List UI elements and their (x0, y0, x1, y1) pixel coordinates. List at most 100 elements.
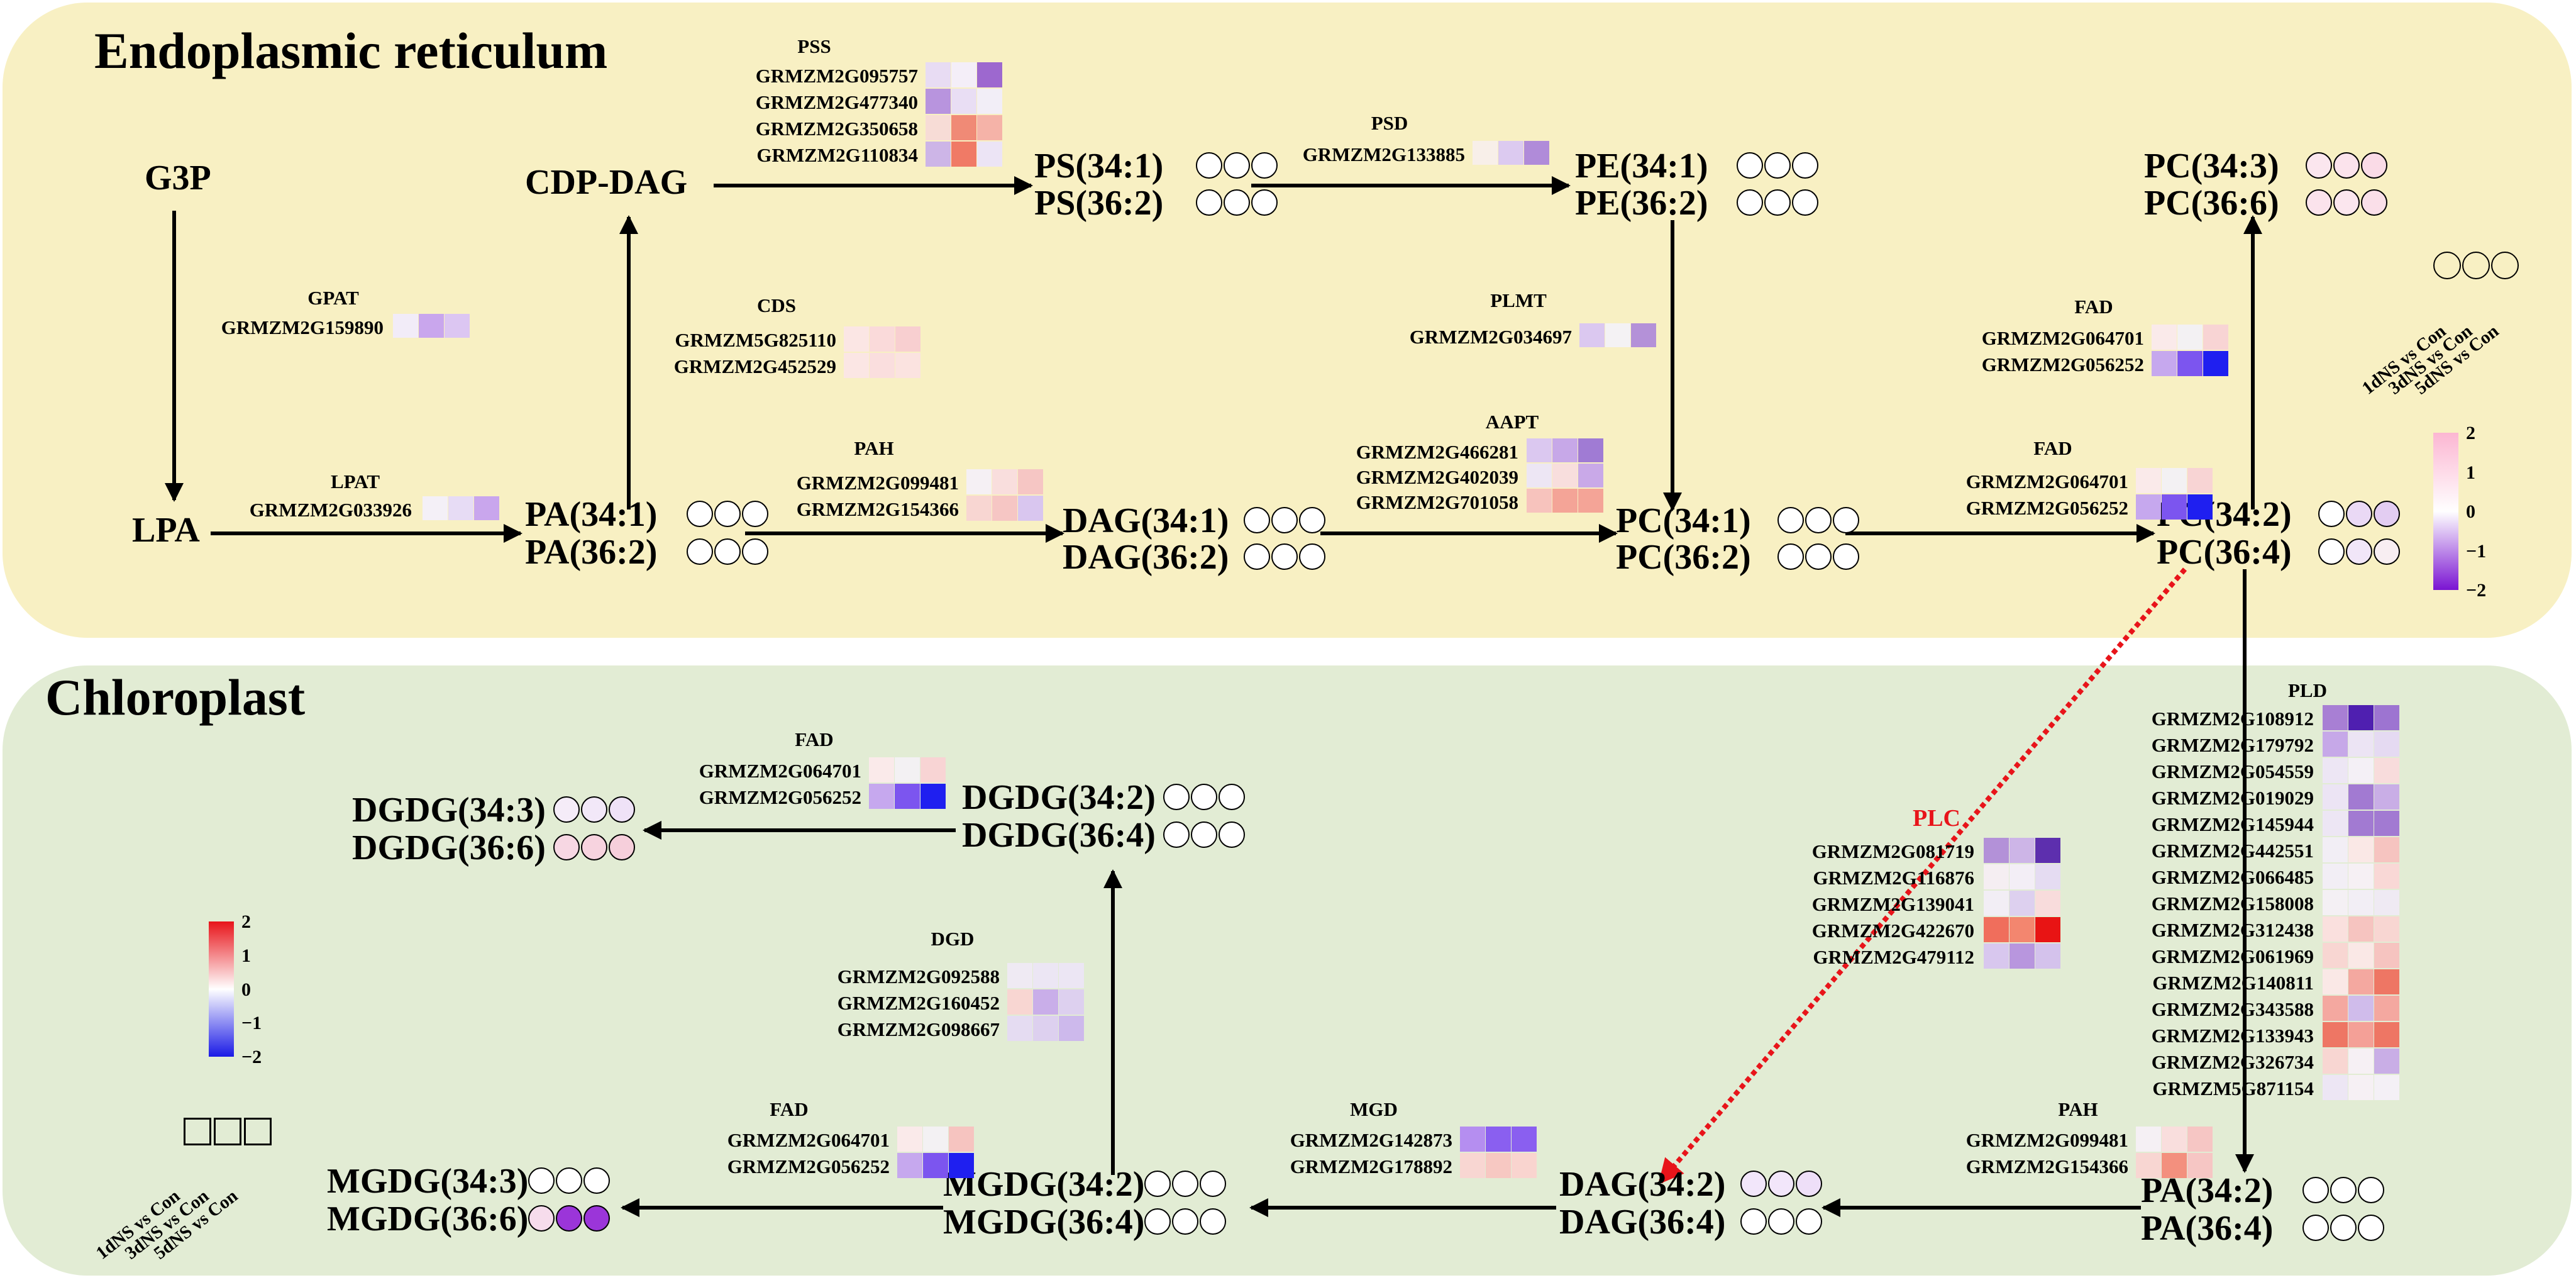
change-circle (556, 1205, 582, 1232)
heatmap-cell (926, 62, 951, 87)
change-circle (1740, 1171, 1767, 1197)
heatmap-cell (869, 757, 894, 782)
heatmap-cell (2177, 351, 2203, 376)
heatmap-cell (895, 353, 920, 378)
gene-id: GRMZM2G116876 (1813, 867, 1974, 889)
gene-id: GRMZM5G871154 (2152, 1077, 2314, 1099)
metabolite-dgdg-342: DGDG(34:2) (962, 778, 1156, 817)
heatmap-cell (2009, 917, 2035, 942)
heatmap-cell (2374, 732, 2399, 757)
gene-id: GRMZM2G056252 (1981, 353, 2144, 376)
gene-id: GRMZM2G133943 (2151, 1025, 2314, 1047)
heatmap-cell (419, 314, 444, 338)
heatmap-cell (897, 1153, 922, 1178)
heatmap-cell (2374, 890, 2399, 915)
heatmap-cell (1527, 489, 1552, 513)
heatmap-cell (844, 326, 869, 352)
change-circle (2306, 189, 2332, 216)
heatmap-cell (2152, 351, 2177, 376)
change-circle (687, 538, 713, 565)
enzyme-lpat-label: LPAT (330, 470, 380, 493)
heatmap-cell (2348, 943, 2374, 968)
gene-id: GRMZM2G326734 (2151, 1051, 2314, 1073)
gene-id: GRMZM2G154366 (1965, 1155, 2128, 1177)
heatmap-cell (2348, 811, 2374, 836)
metabolite-ps-341: PS(34:1) (1034, 147, 1164, 186)
change-circle (742, 501, 768, 527)
gene-id: GRMZM2G064701 (1965, 470, 2128, 493)
heatmap-cell (2187, 494, 2213, 520)
change-circle (2346, 501, 2372, 527)
heatmap-cell (2348, 1075, 2374, 1100)
enzyme-plmt-label: PLMT (1490, 289, 1547, 311)
heatmap-cell (1033, 1016, 1058, 1041)
change-circle (2374, 538, 2400, 565)
gene-id: GRMZM2G442551 (2151, 840, 2314, 862)
heatmap-cell (2323, 864, 2348, 889)
heatmap-cell (1984, 864, 2009, 889)
change-circle (1163, 784, 1190, 810)
gene-id: GRMZM2G154366 (796, 498, 959, 520)
gene-id: GRMZM2G056252 (699, 786, 861, 808)
heatmap-cell (1578, 438, 1603, 462)
legend-square (244, 1118, 272, 1145)
enzyme-plc-label: PLC (1913, 805, 1960, 832)
change-circle (1224, 152, 1250, 179)
change-circle (1244, 507, 1270, 533)
gene-id: GRMZM5G825110 (675, 329, 836, 351)
heatmap-cell (2323, 811, 2348, 836)
gene-id: GRMZM2G343588 (2151, 998, 2314, 1020)
heatmap-cell (1512, 1127, 1537, 1152)
heatmap-cell (1059, 1016, 1084, 1041)
heatmap-cell (1007, 1016, 1032, 1041)
gene-id: GRMZM2G095757 (755, 65, 918, 87)
change-circle (1792, 152, 1818, 179)
heatmap-cell (920, 784, 946, 809)
heatmap-cell (977, 115, 1002, 140)
enzyme-aapt-label: AAPT (1485, 411, 1539, 433)
enzyme-pah-er-label: PAH (854, 437, 894, 459)
gene-id: GRMZM2G179792 (2151, 734, 2314, 756)
heatmap-cell (445, 314, 470, 338)
heatmap-cell (2348, 1049, 2374, 1074)
metabolite-pa-364: PA(36:4) (2141, 1209, 2274, 1248)
heatmap-cell (1033, 963, 1058, 988)
change-circle (2361, 152, 2387, 179)
color-scale-er-tick: 1 (2466, 462, 2475, 483)
gene-id: GRMZM2G142873 (1290, 1129, 1452, 1151)
heatmap-cell (2203, 325, 2228, 350)
change-circle (581, 834, 607, 860)
heatmap-cell (923, 1127, 948, 1152)
change-circle (714, 538, 741, 565)
change-circle (2330, 1215, 2357, 1241)
metabolite-pc-366: PC(36:6) (2144, 184, 2279, 223)
heatmap-cell (393, 314, 418, 338)
heatmap-cell (1552, 464, 1578, 487)
heatmap-cell (2348, 1022, 2374, 1047)
legend-circle (2433, 252, 2461, 279)
gene-id: GRMZM2G056252 (727, 1155, 890, 1177)
metabolite-cdp-dag: CDP-DAG (525, 163, 688, 202)
change-circle (583, 1205, 610, 1232)
gene-id: GRMZM2G160452 (837, 992, 1000, 1014)
metabolite-lpa: LPA (132, 511, 200, 550)
heatmap-cell (1578, 464, 1603, 487)
heatmap-cell (2177, 325, 2203, 350)
metabolite-dgdg-364: DGDG(36:4) (962, 816, 1156, 855)
metabolite-mgdg-342: MGDG(34:2) (943, 1165, 1145, 1204)
legend-circle (2462, 252, 2490, 279)
gene-id: GRMZM2G064701 (727, 1129, 890, 1151)
heatmap-cell (992, 469, 1017, 494)
change-circle (1768, 1171, 1794, 1197)
gene-id: GRMZM2G133885 (1302, 143, 1465, 165)
heatmap-cell (926, 142, 951, 167)
heatmap-cell (870, 353, 895, 378)
heatmap-cell (949, 1127, 974, 1152)
arrow-plc-dashed (1657, 567, 2187, 1185)
heatmap-cell (2136, 1153, 2161, 1178)
heatmap-cell (2323, 1022, 2348, 1047)
heatmap-cell (2323, 758, 2348, 783)
heatmap-cell (869, 784, 894, 809)
gene-id: GRMZM2G466281 (1356, 441, 1518, 463)
metabolite-dag-341: DAG(34:1) (1063, 501, 1229, 540)
